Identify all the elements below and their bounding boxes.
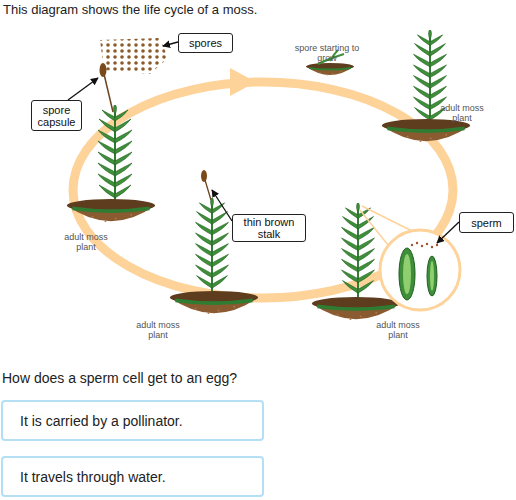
moss-plant: [98, 104, 132, 205]
soil-bowl: [67, 199, 155, 222]
moss-plant: [342, 202, 375, 300]
node-text: spore capsule: [34, 104, 79, 128]
spore-cloud: [100, 38, 168, 74]
answer-choice: It travels through water.: [1, 456, 264, 497]
zoom-circle: [380, 230, 460, 310]
callout-box: spore capsule: [31, 100, 82, 131]
sperm-organ-inner: [430, 261, 434, 291]
soil-bowl: [170, 291, 258, 314]
sperm-organ: [399, 248, 415, 300]
sperm-cells: [411, 242, 438, 248]
answer-choice: It is carried by a pollinator.: [1, 400, 264, 441]
node-text: thin brown stalk: [235, 216, 303, 240]
capsule-stalk: [104, 74, 113, 112]
soil-bowl: [306, 63, 354, 76]
leader-lines: [68, 42, 459, 243]
cycle-arrowhead: [230, 68, 256, 96]
callout-box: sperm: [459, 212, 514, 233]
question-text: How does a sperm cell get to an egg?: [2, 370, 502, 386]
spore-capsule: [100, 63, 107, 77]
diagram-title: This diagram shows the life cycle of a m…: [3, 2, 257, 17]
node-text: It travels through water.: [20, 469, 166, 485]
stage-label: adult moss plant: [60, 232, 112, 252]
sperm-organ: [427, 256, 437, 296]
stage-label: adult moss plant: [372, 320, 424, 340]
node-text: spores: [189, 37, 222, 49]
stage-label: adult moss plant: [436, 103, 488, 123]
node-text: sperm: [471, 217, 502, 229]
zoom-line: [360, 210, 392, 250]
node-text: It is carried by a pollinator.: [20, 413, 183, 429]
young-capsule: [201, 170, 207, 182]
stage-label: adult moss plant: [132, 320, 184, 340]
zoom-line: [362, 206, 412, 231]
stage-label: spore starting to grow: [294, 43, 360, 63]
sperm-organ-inner: [403, 254, 411, 294]
callout-box: spores: [178, 33, 233, 53]
soil-bowl: [312, 297, 400, 320]
moss-plant: [196, 197, 229, 295]
thin-stalk: [205, 180, 211, 200]
callout-box: thin brown stalk: [232, 214, 306, 242]
